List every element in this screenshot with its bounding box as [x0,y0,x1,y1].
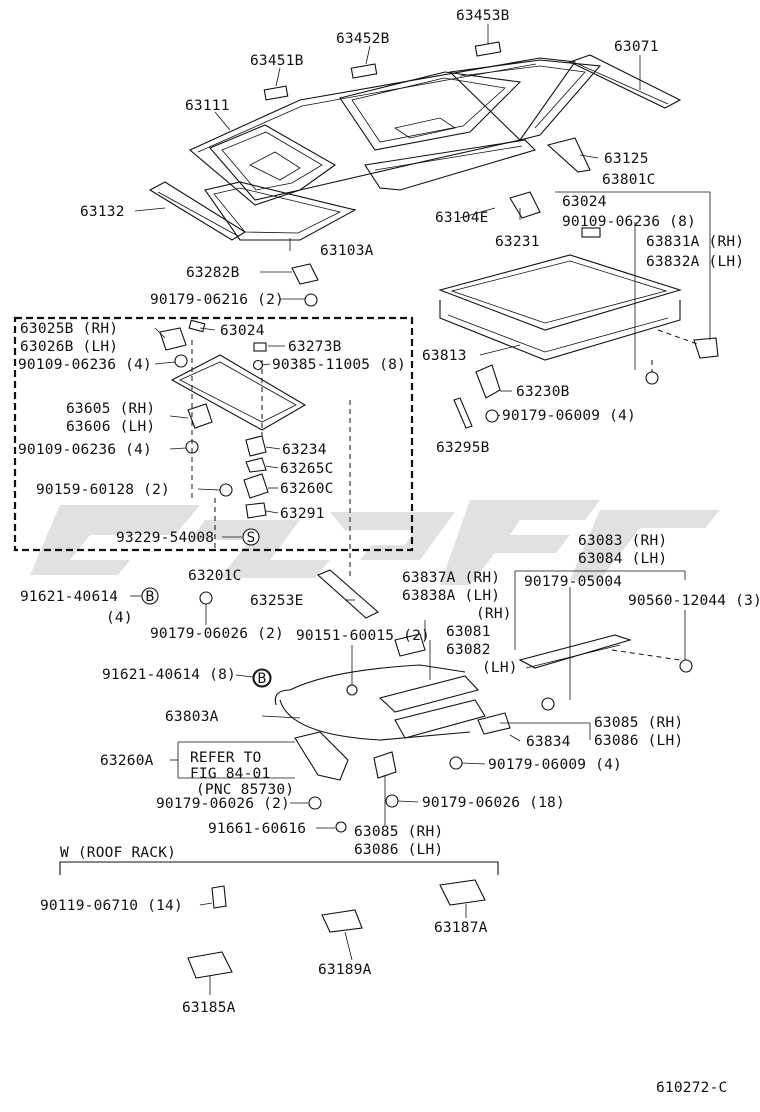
svg-text:B: B [146,589,155,605]
label-90159-60128: 90159-60128 (2) [36,482,170,498]
label-63103A: 63103A [320,243,374,259]
label-63834: 63834 [526,734,571,750]
rail-mechanism [199,569,693,833]
label-63453B: 63453B [456,8,510,24]
label-63082: 63082 [446,642,491,658]
label-90385-11005: 90385-11005 (8) [272,357,406,373]
label-63837A: 63837A (RH) [402,570,500,586]
label-63831A: 63831A (RH) [646,234,744,250]
marker-s: S [242,528,260,546]
label-fig-84-01: FIG 84-01 [190,766,270,782]
label-63189A: 63189A [318,962,372,978]
marker-b-1: B [141,587,159,605]
label-63104E: 63104E [435,210,489,226]
label-90119-06710: 90119-06710 (14) [40,898,183,914]
label-91621-40614a-qty: (4) [106,610,133,626]
label-91661-60616: 91661-60616 [208,821,306,837]
label-63081: 63081 [446,624,491,640]
label-63260A: 63260A [100,753,154,769]
label-63230B: 63230B [516,384,570,400]
label-63085a: 63085 (RH) [594,715,683,731]
diagram-code: 610272-C [656,1080,727,1096]
label-90179-06009b: 90179-06009 (4) [488,757,622,773]
label-90109-06236-4b: 90109-06236 (4) [18,442,152,458]
label-63606: 63606 (LH) [66,419,155,435]
label-63086b: 63086 (LH) [354,842,443,858]
label-63081-rh: (RH) [476,606,512,622]
label-90109-06236-4a: 90109-06236 (4) [18,357,152,373]
label-63082-lh: (LH) [482,660,518,676]
part-labels: 63453B 63452B 63451B 63071 63111 63125 6… [18,8,760,1096]
sunroof-glass-assembly [438,227,719,429]
svg-text:S: S [247,530,256,546]
label-pnc-85730: (PNC 85730) [196,782,294,798]
label-90179-06026c: 90179-06026 (18) [422,795,565,811]
label-63084: 63084 (LH) [578,551,667,567]
label-90179-05004: 90179-05004 [524,574,622,590]
label-63111: 63111 [185,98,230,114]
headliner-assembly [148,41,682,307]
label-91621-40614b: 91621-40614 (8) [102,667,236,683]
label-63187A: 63187A [434,920,488,936]
label-63132: 63132 [80,204,125,220]
label-63801C: 63801C [602,172,656,188]
label-63025B: 63025B (RH) [20,321,118,337]
label-63185A: 63185A [182,1000,236,1016]
label-90179-06216: 90179-06216 (2) [150,292,284,308]
label-90179-06026a: 90179-06026 (2) [150,626,284,642]
label-93229-54008: 93229-54008 [116,530,214,546]
label-63026B: 63026B (LH) [20,339,118,355]
label-63813: 63813 [422,348,467,364]
label-63803A: 63803A [165,709,219,725]
label-refer-to: REFER TO [190,750,261,766]
label-63451B: 63451B [250,53,304,69]
label-90151-60015: 90151-60015 (2) [296,628,430,644]
marker-b-2: B [253,669,271,687]
roof-rack-group-header: W (ROOF RACK) [60,845,176,861]
leader-lines [130,24,711,995]
label-63273B: 63273B [288,339,342,355]
label-63071: 63071 [614,39,659,55]
label-90179-06026b: 90179-06026 (2) [156,796,290,812]
label-63231: 63231 [495,234,540,250]
label-63083: 63083 (RH) [578,533,667,549]
label-63024-inset: 63024 [220,323,265,339]
label-63125: 63125 [604,151,649,167]
label-63832A: 63832A (LH) [646,254,744,270]
label-63085b: 63085 (RH) [354,824,443,840]
label-63234: 63234 [282,442,327,458]
label-63282B: 63282B [186,265,240,281]
label-63452B: 63452B [336,31,390,47]
label-63260C: 63260C [280,481,334,497]
label-63201C: 63201C [188,568,242,584]
label-63291: 63291 [280,506,325,522]
label-63605: 63605 (RH) [66,401,155,417]
label-63086a: 63086 (LH) [594,733,683,749]
label-90109-06236-8: 90109-06236 (8) [562,214,696,230]
roof-rack-group [59,861,499,979]
label-63265C: 63265C [280,461,334,477]
label-90179-06009a: 90179-06009 (4) [502,408,636,424]
label-63295B: 63295B [436,440,490,456]
svg-text:B: B [258,671,267,687]
label-90560-12044: 90560-12044 (3) [628,593,760,609]
label-63024-top: 63024 [562,194,607,210]
label-91621-40614a: 91621-40614 [20,589,118,605]
label-63253E: 63253E [250,593,304,609]
label-63838A: 63838A (LH) [402,588,500,604]
inset-box [13,316,414,580]
